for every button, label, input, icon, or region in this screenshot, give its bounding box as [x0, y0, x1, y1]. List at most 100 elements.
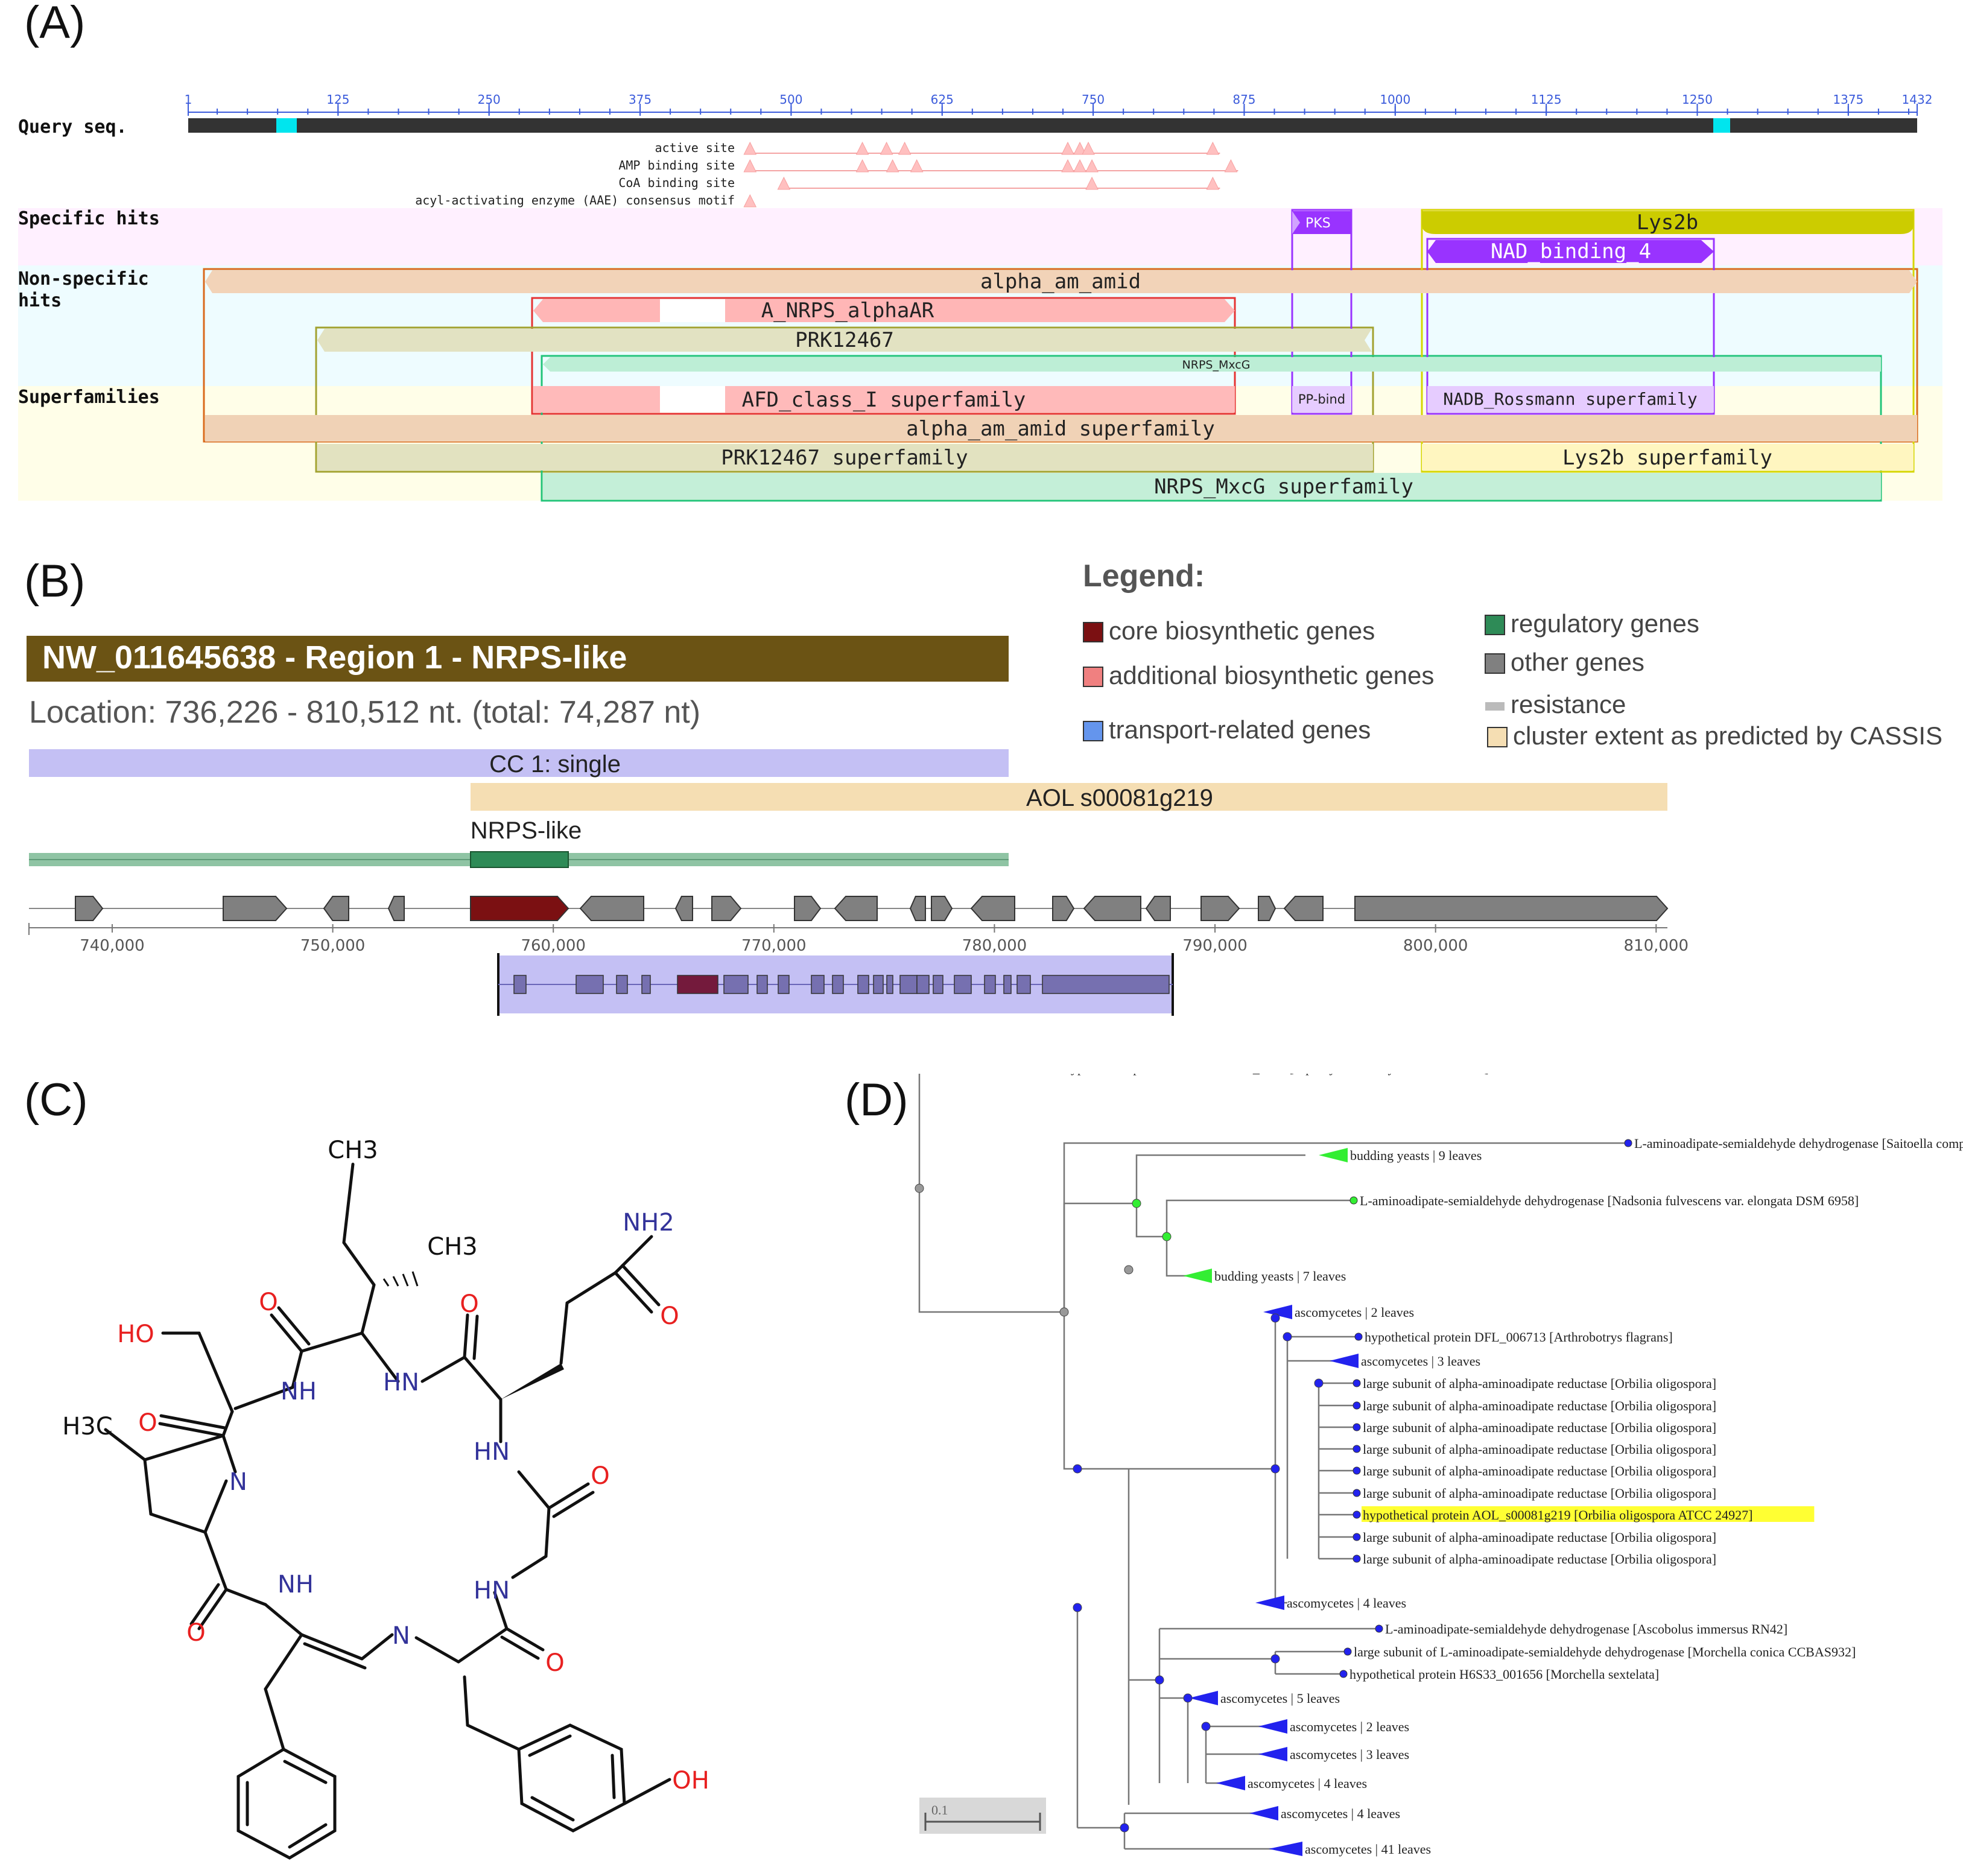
leaf-node[interactable] — [1353, 1401, 1361, 1410]
internal-node[interactable] — [1183, 1693, 1193, 1703]
gene-other[interactable] — [1283, 896, 1324, 921]
collapsed-clade-icon[interactable] — [1258, 1747, 1287, 1761]
leaf-node[interactable] — [1353, 1423, 1361, 1431]
gene-other[interactable] — [1200, 896, 1240, 921]
gene-other[interactable] — [794, 896, 822, 921]
feature-site-mark — [886, 159, 899, 173]
bond-gly-o2 — [552, 1491, 595, 1518]
leaf-node[interactable] — [1375, 1624, 1383, 1633]
internal-node[interactable] — [1059, 1307, 1069, 1317]
atom-ch3-top: CH3 — [328, 1136, 378, 1164]
gene-other[interactable] — [674, 896, 693, 921]
legend-resistance: resistance — [1511, 690, 1626, 718]
gene-other[interactable] — [1083, 896, 1141, 921]
feature-row-label: active site — [655, 141, 735, 155]
internal-node[interactable] — [1132, 1199, 1141, 1208]
feature-site-mark — [1206, 176, 1220, 190]
zoom-exon — [1003, 975, 1012, 994]
internal-node[interactable] — [1162, 1232, 1172, 1241]
alpha-am-amid-label: alpha_am_amid — [980, 270, 1141, 294]
superfamilies-label: Superfamilies — [18, 387, 160, 408]
leaf-node[interactable] — [1353, 1489, 1361, 1497]
bond-pro-cd-n — [221, 1434, 237, 1474]
leaf-node[interactable] — [1353, 1379, 1361, 1387]
legend-swatch-cassis — [1487, 727, 1508, 747]
internal-node[interactable] — [1120, 1823, 1129, 1833]
axis-tick-label: 1 — [185, 92, 192, 107]
internal-node[interactable] — [1270, 1464, 1280, 1474]
collapsed-clade-icon[interactable] — [1216, 1776, 1245, 1790]
leaf-node[interactable] — [1354, 1333, 1363, 1341]
leaf-node[interactable] — [1353, 1554, 1361, 1563]
leaf-node[interactable] — [1353, 1533, 1361, 1541]
leaf-node[interactable] — [1349, 1196, 1358, 1205]
leaf-node[interactable] — [1343, 1647, 1352, 1656]
collapsed-clade-icon[interactable] — [1269, 1842, 1302, 1856]
gene-other[interactable] — [1354, 896, 1669, 921]
leaf-node[interactable] — [1339, 1670, 1348, 1678]
gene-other[interactable] — [223, 896, 288, 921]
region-title-bar — [27, 636, 1009, 682]
legend-additional: additional biosynthetic genes — [1109, 661, 1434, 689]
internal-node[interactable] — [915, 1184, 924, 1193]
collapsed-clade-icon[interactable] — [1183, 1269, 1212, 1283]
internal-node[interactable] — [1073, 1464, 1082, 1474]
tyr-ring-db2 — [610, 1754, 616, 1799]
feature-site-mark — [743, 194, 757, 208]
collapsed-clade-icon[interactable] — [1255, 1596, 1284, 1610]
collapsed-clade-icon[interactable] — [1263, 1305, 1292, 1319]
internal-node[interactable] — [1283, 1332, 1292, 1342]
collapsed-clade-icon[interactable] — [1189, 1691, 1218, 1705]
internal-node[interactable] — [1270, 1654, 1280, 1664]
gene-core-biosynthetic[interactable] — [470, 896, 569, 921]
internal-node[interactable] — [1270, 1313, 1280, 1323]
gene-other[interactable] — [75, 896, 104, 921]
gene-other[interactable] — [970, 896, 1015, 921]
gene-other[interactable] — [1145, 896, 1171, 921]
gene-other[interactable] — [931, 896, 953, 921]
gene-other[interactable] — [834, 896, 878, 921]
branch-lipomyces — [918, 1074, 921, 1188]
feature-site-mark — [1073, 159, 1086, 173]
gene-other[interactable] — [909, 896, 926, 921]
leaf-label: large subunit of alpha-aminoadipate redu… — [1363, 1420, 1716, 1435]
gene-other[interactable] — [1052, 896, 1075, 921]
bond-ile-n — [360, 1331, 400, 1383]
zoom-exon — [954, 975, 972, 994]
internal-node[interactable] — [1201, 1722, 1211, 1731]
leaf-node[interactable] — [1353, 1445, 1361, 1453]
gene-other[interactable] — [711, 896, 742, 921]
internal-node[interactable] — [1073, 1603, 1082, 1612]
afd-class-i-superfamily — [533, 386, 1235, 413]
query-low-complexity-2 — [1713, 118, 1730, 133]
branch-to-main — [1063, 1312, 1077, 1470]
gene-other[interactable] — [323, 896, 349, 921]
feature-site-mark — [1082, 141, 1095, 155]
axis-tick-label: 1125 — [1531, 92, 1562, 107]
leaf-branches — [1076, 1311, 1379, 1850]
lys2b-sf-label: Lys2b superfamily — [1562, 446, 1772, 470]
protocluster-core — [470, 851, 569, 868]
collapsed-clade-icon[interactable] — [1258, 1719, 1287, 1734]
leaf-node[interactable] — [1624, 1139, 1632, 1147]
axis-tick-label: 770,000 — [741, 937, 807, 955]
collapsed-clade-icon[interactable] — [1330, 1354, 1359, 1368]
leaf-label: ascomycetes | 3 leaves — [1290, 1747, 1409, 1762]
gene-other[interactable] — [1258, 896, 1276, 921]
internal-node[interactable] — [1155, 1675, 1164, 1685]
legend-other: other genes — [1511, 648, 1644, 676]
internal-node[interactable] — [1314, 1378, 1324, 1388]
collapsed-clade-icon[interactable] — [1249, 1806, 1278, 1821]
axis-tick-label: 250 — [478, 92, 501, 107]
leaf-node[interactable] — [1353, 1466, 1361, 1475]
gene-other[interactable] — [579, 896, 644, 921]
leaf-node[interactable] — [1353, 1510, 1361, 1519]
leaf-label: L-aminoadipate-semialdehyde dehydrogenas… — [1360, 1193, 1859, 1208]
nrps-mxcg-domain — [543, 357, 1881, 372]
internal-node[interactable] — [1124, 1265, 1134, 1275]
bond-pro-o2 — [189, 1583, 220, 1626]
branch-saitoella — [1063, 1142, 1628, 1312]
collapsed-clade-icon[interactable] — [1319, 1148, 1348, 1162]
gene-other[interactable] — [387, 896, 405, 921]
